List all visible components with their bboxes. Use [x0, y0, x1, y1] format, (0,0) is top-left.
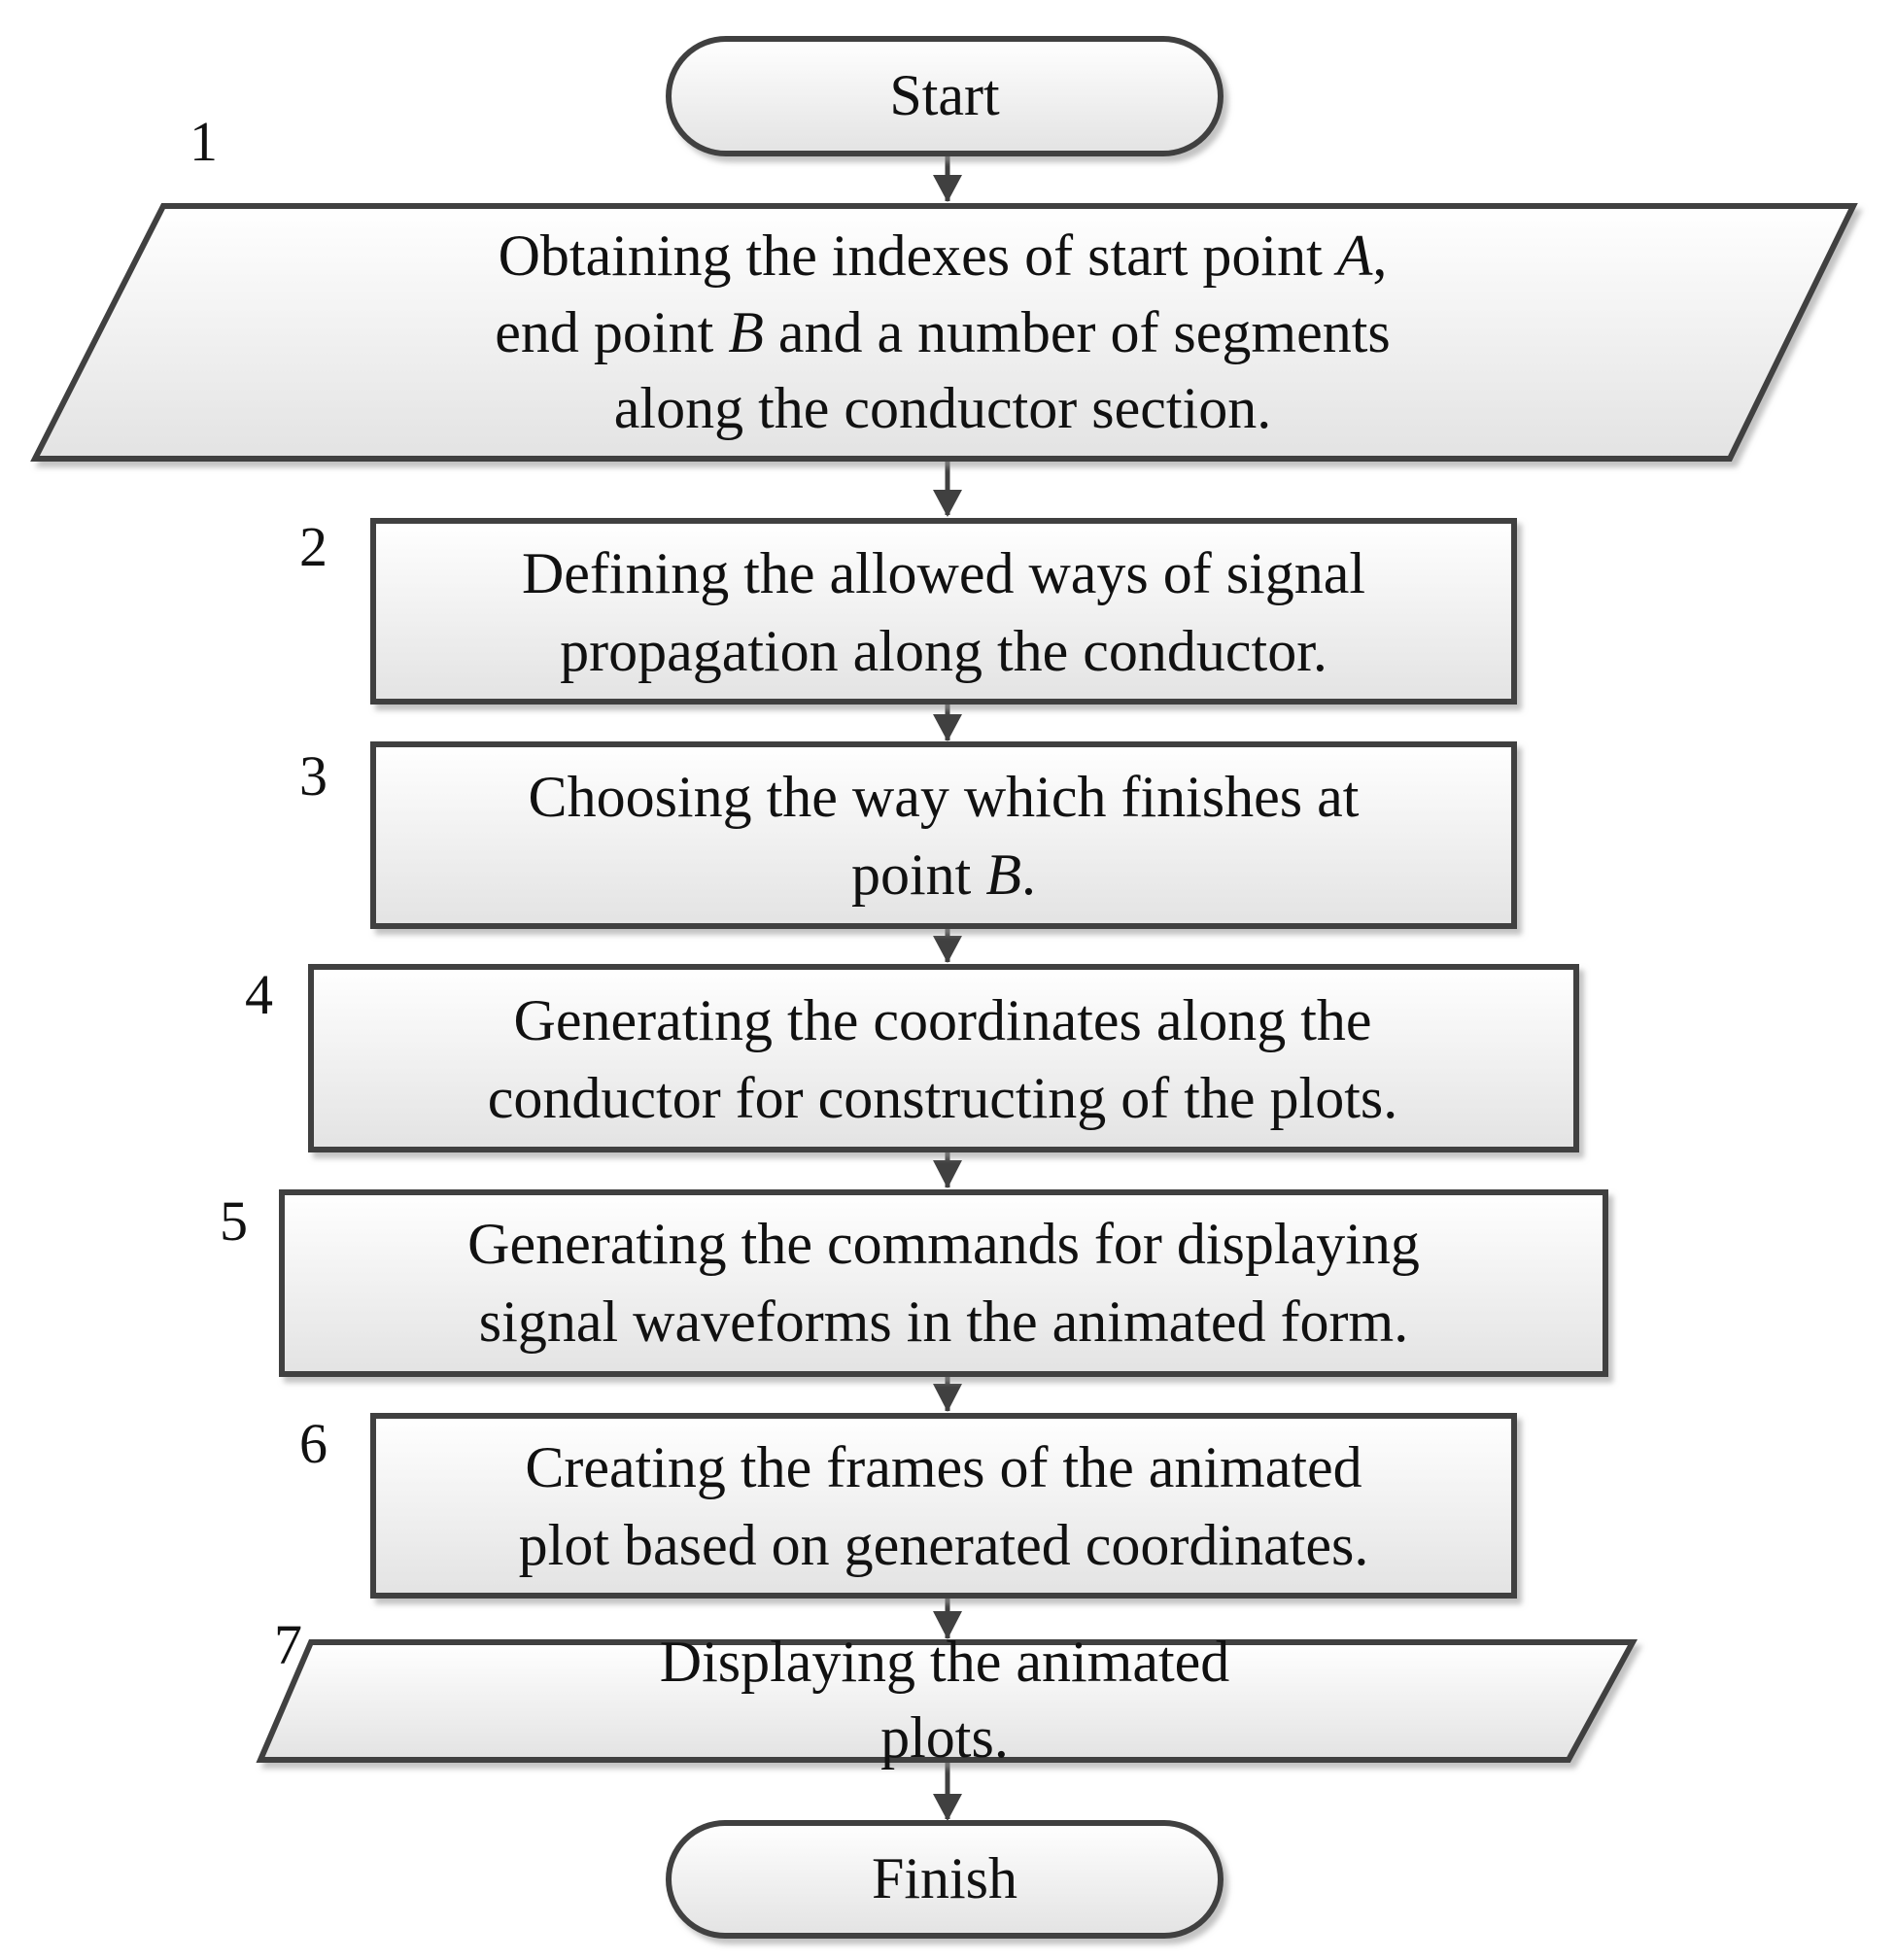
- step-6-process-box: [370, 1413, 1517, 1599]
- step-3-text-line-2: point B.: [851, 842, 1036, 907]
- step-2-process-box: [370, 518, 1517, 705]
- connectors: [933, 154, 962, 1821]
- arrowhead-4: [933, 936, 962, 963]
- step-2-number: 2: [299, 515, 327, 578]
- arrowhead-1: [933, 175, 962, 202]
- step-3-text-line-1: Choosing the way which finishes at: [529, 765, 1360, 829]
- start-node: Start: [666, 36, 1224, 156]
- step-6-number: 6: [299, 1412, 327, 1475]
- arrowhead-5: [933, 1160, 962, 1188]
- step-3-process-box: [370, 741, 1517, 929]
- step-6-text-line-2: plot based on generated coordinates.: [519, 1513, 1369, 1577]
- step-5-text-line-2: signal waveforms in the animated form.: [479, 1289, 1408, 1354]
- start-label: Start: [889, 63, 1000, 127]
- step-6-text-line-1: Creating the frames of the animated: [525, 1435, 1362, 1499]
- step-5-text-line-1: Generating the commands for displaying: [467, 1212, 1420, 1276]
- step-5-node: 5 Generating the commands for displaying…: [220, 1189, 1608, 1377]
- arrowhead-8: [933, 1794, 962, 1821]
- start-terminator-shape: [666, 36, 1224, 156]
- step-2-text-line-2: propagation along the conductor.: [560, 619, 1327, 683]
- finish-terminator-shape: [666, 1820, 1224, 1939]
- step-5-process-box: [279, 1189, 1608, 1377]
- step-1-node: 1 Obtaining the indexes of start point A…: [30, 110, 1858, 462]
- step-3-node: 3 Choosing the way which finishes at poi…: [299, 741, 1517, 929]
- step-2-text-line-1: Defining the allowed ways of signal: [522, 541, 1365, 605]
- step-1-text-line-1: Obtaining the indexes of start point A,: [499, 224, 1388, 288]
- step-4-process-box: [308, 964, 1579, 1152]
- step-7-text-line-1: Displaying the animated: [660, 1630, 1230, 1694]
- step-6-node: 6 Creating the frames of the animated pl…: [299, 1412, 1517, 1599]
- step-7-output-shape: [256, 1639, 1638, 1763]
- step-4-number: 4: [245, 963, 273, 1026]
- step-4-text-line-2: conductor for constructing of the plots.: [488, 1066, 1397, 1130]
- step-1-number: 1: [190, 110, 218, 173]
- step-3-number: 3: [299, 744, 327, 808]
- step-1-input-shape: [30, 203, 1858, 462]
- arrowhead-7: [933, 1611, 962, 1639]
- step-7-node: 7 Displaying the animated plots.: [256, 1613, 1638, 1770]
- step-7-text-line-2: plots.: [880, 1705, 1009, 1770]
- finish-node: Finish: [666, 1820, 1224, 1939]
- step-4-text-line-1: Generating the coordinates along the: [513, 988, 1371, 1052]
- arrowhead-6: [933, 1384, 962, 1412]
- step-1-text-line-2: end point B and a number of segments: [495, 300, 1390, 364]
- step-7-number: 7: [274, 1613, 302, 1676]
- arrowhead-3: [933, 714, 962, 741]
- step-4-node: 4 Generating the coordinates along the c…: [245, 963, 1579, 1152]
- arrowhead-2: [933, 490, 962, 517]
- finish-label: Finish: [872, 1846, 1017, 1910]
- step-1-text-line-3: along the conductor section.: [614, 376, 1271, 440]
- step-2-node: 2 Defining the allowed ways of signal pr…: [299, 515, 1517, 705]
- step-5-number: 5: [220, 1189, 248, 1253]
